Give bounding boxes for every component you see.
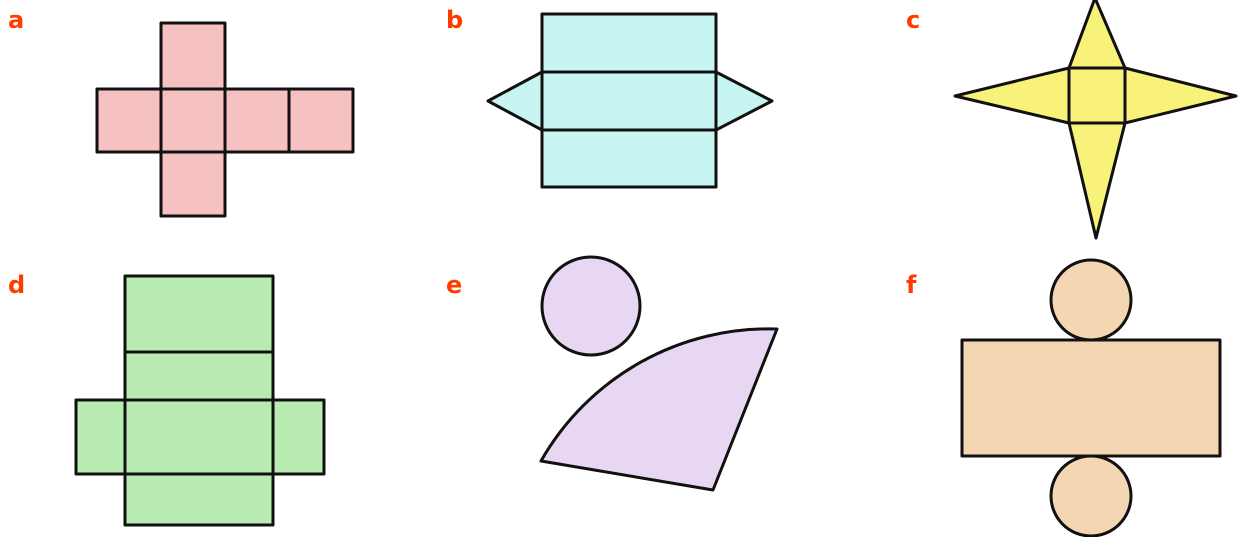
net-f-label: f: [906, 271, 917, 299]
net-d-faces: [74, 274, 326, 527]
cone-sector: [539, 327, 779, 492]
prism-rect-bottom: [540, 128, 718, 189]
prism-triangle-left: [486, 70, 544, 132]
net-c-label: c: [906, 6, 920, 34]
cube-face-top: [159, 21, 227, 91]
cone-base-circle: [540, 255, 642, 357]
net-b: b: [446, 6, 774, 189]
pyramid-square-base: [1067, 66, 1127, 125]
prism-rect-middle: [540, 70, 718, 132]
net-e-label: e: [446, 271, 462, 299]
net-d-label: d: [8, 271, 25, 299]
cube-face-right: [223, 87, 291, 154]
cube-face-far-right: [287, 87, 355, 154]
net-e: e: [446, 255, 779, 492]
net-b-faces: [486, 12, 774, 189]
net-a-faces: [95, 21, 355, 218]
cube-face-center: [159, 87, 227, 154]
cube-face-bottom: [159, 150, 227, 218]
cuboid-face-center: [123, 398, 275, 476]
cylinder-rectangle: [960, 338, 1222, 458]
pyramid-triangle-bottom: [1067, 121, 1127, 240]
cuboid-face-upper: [123, 350, 275, 402]
cube-face-left: [95, 87, 163, 154]
net-d: d: [8, 271, 326, 527]
prism-rect-top: [540, 12, 718, 74]
cylinder-top-circle: [1049, 258, 1133, 342]
cuboid-face-right: [271, 398, 326, 476]
cylinder-bottom-circle: [1049, 454, 1133, 537]
cuboid-face-left: [74, 398, 127, 476]
net-c: c: [906, 0, 1238, 240]
pyramid-triangle-top: [1067, 0, 1127, 70]
net-a-label: a: [8, 6, 24, 34]
net-b-label: b: [446, 6, 463, 34]
pyramid-triangle-left: [953, 66, 1071, 125]
net-c-faces: [953, 0, 1238, 240]
cuboid-face-top: [123, 274, 275, 354]
net-e-faces: [539, 255, 779, 492]
prism-triangle-right: [714, 70, 774, 132]
net-a: a: [8, 6, 355, 218]
net-f-faces: [960, 258, 1222, 537]
pyramid-triangle-right: [1123, 66, 1238, 125]
cuboid-face-bottom: [123, 472, 275, 527]
net-f: f: [906, 258, 1222, 537]
